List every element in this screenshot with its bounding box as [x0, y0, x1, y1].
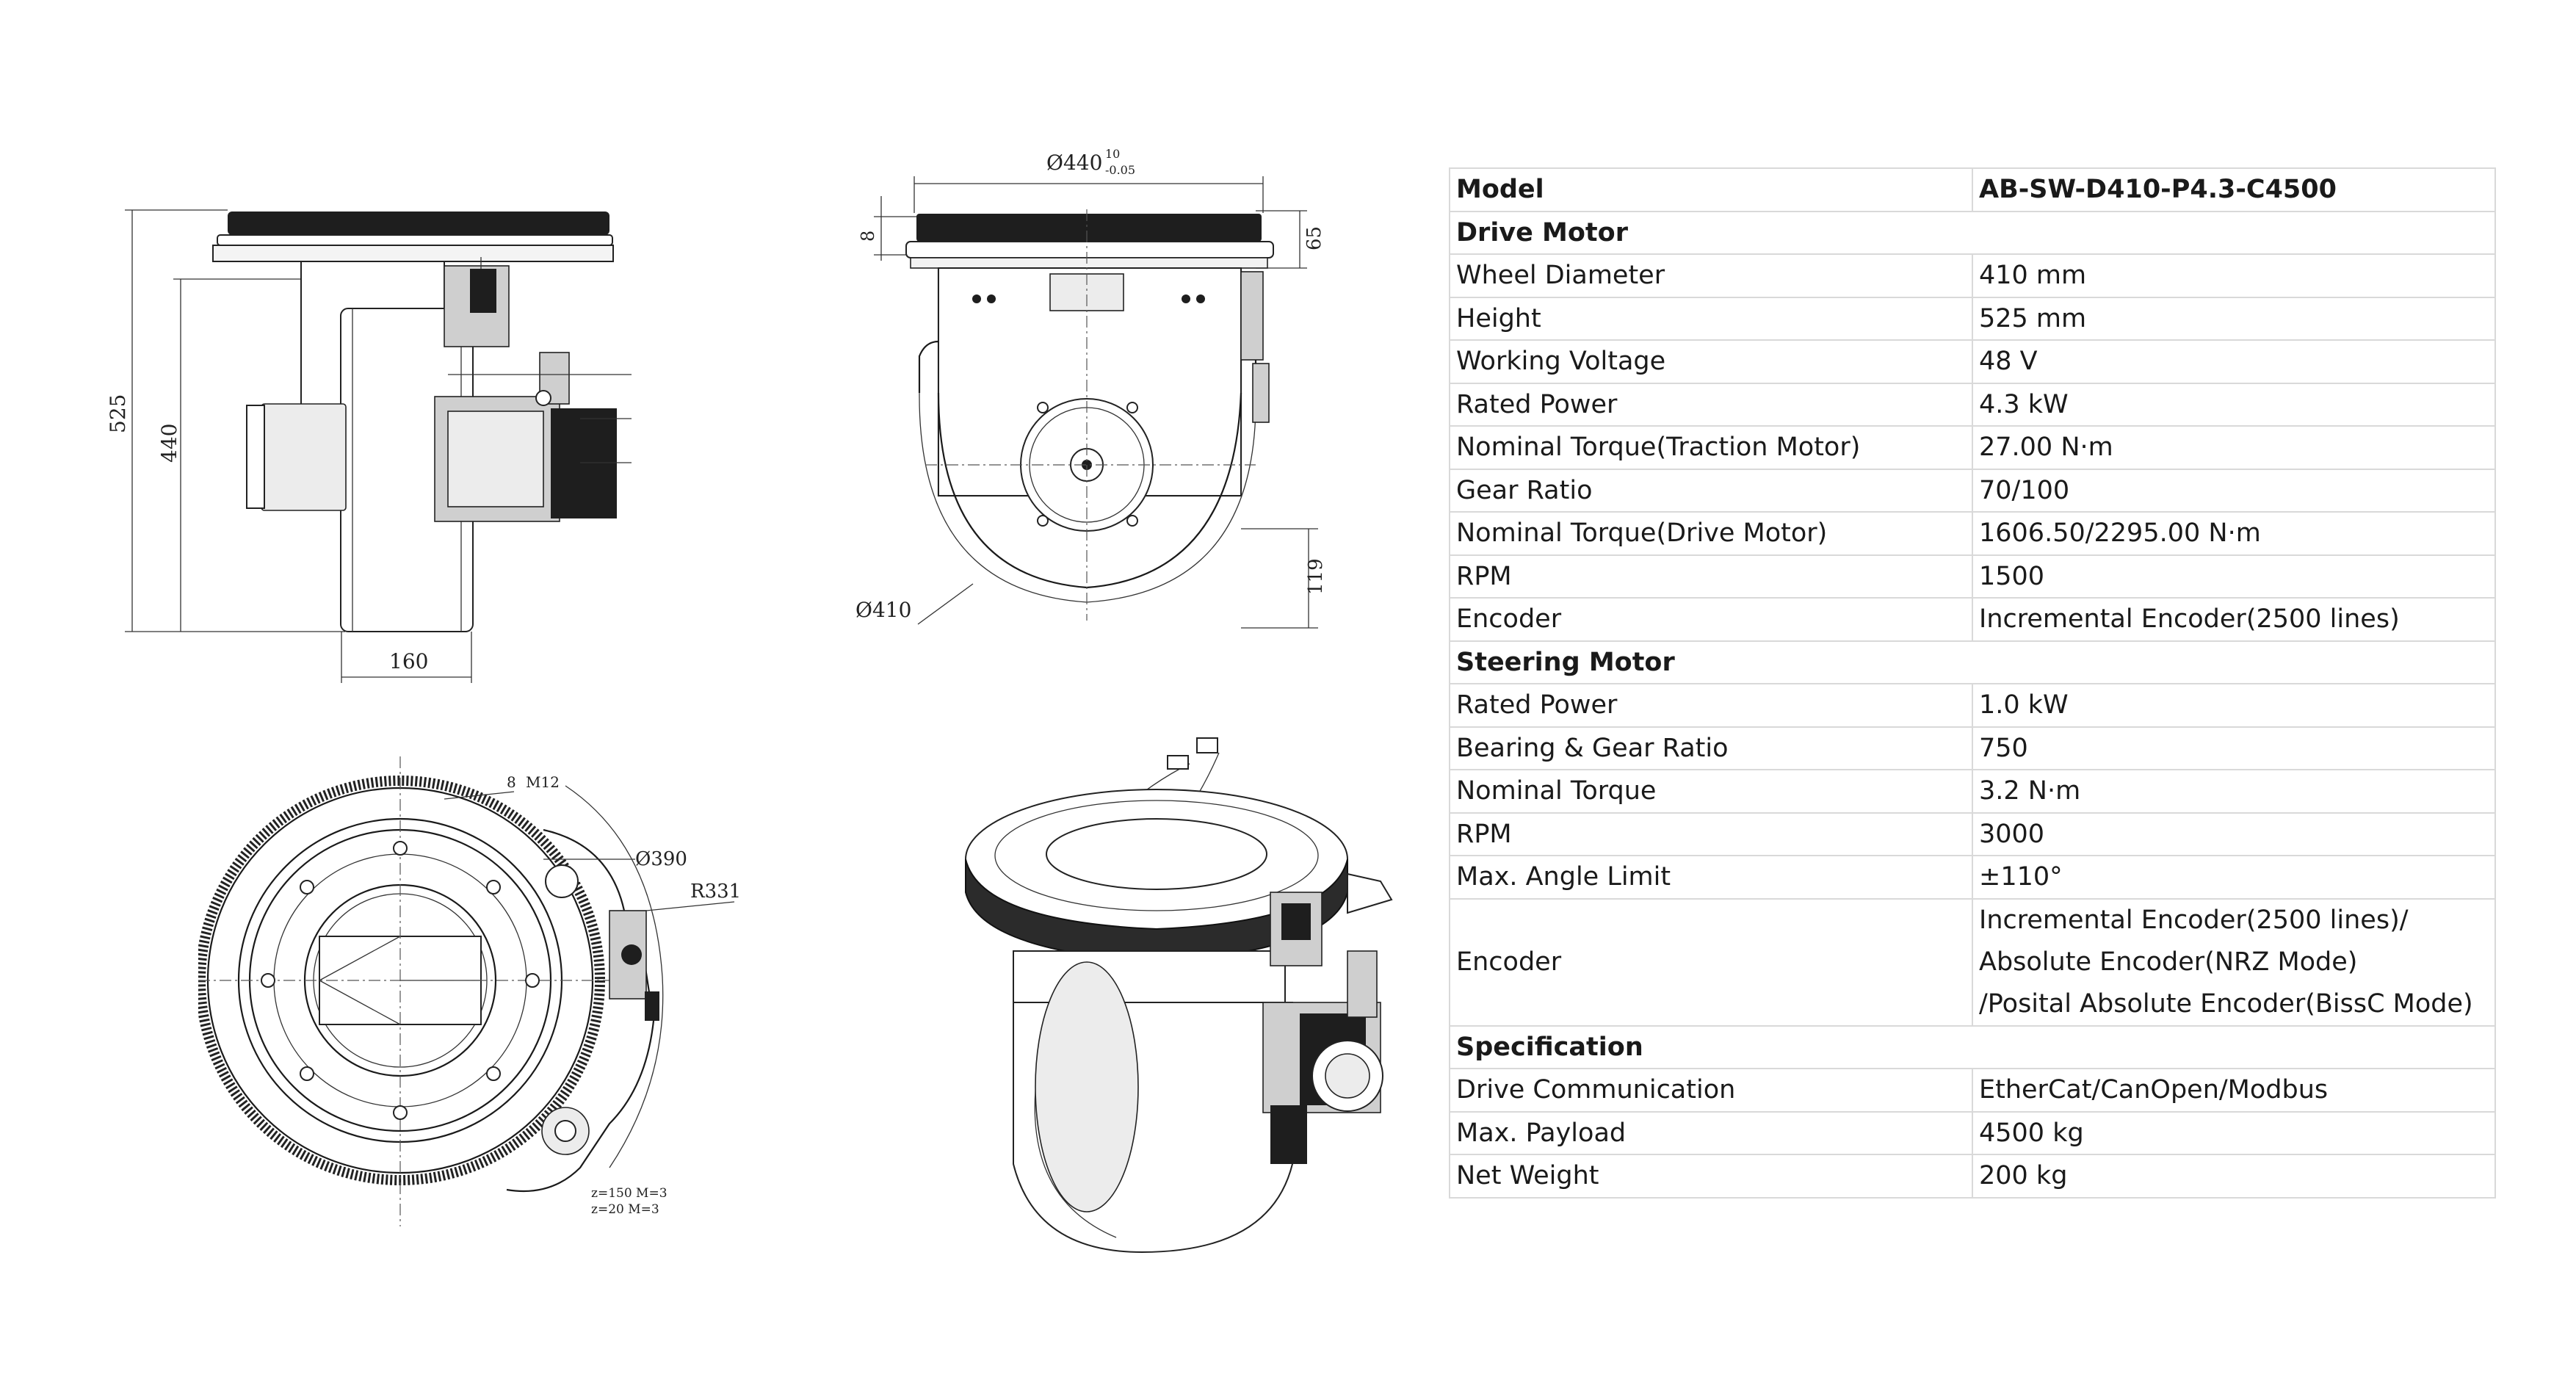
bolt-size: M12: [526, 773, 560, 791]
row-label: Net Weight: [1449, 1154, 1973, 1199]
row-label: Rated Power: [1449, 382, 1973, 427]
row-label: Max. Payload: [1449, 1110, 1973, 1155]
row-value: 1606.50/2295.00 N·m: [1972, 511, 2496, 556]
dim-440-upper-tol: 10: [1105, 147, 1120, 161]
bolt-count: 8: [507, 773, 516, 791]
row-value: 410 mm: [1972, 253, 2496, 298]
row-value: 3.2 N·m: [1972, 769, 2496, 814]
encoder-line: Absolute Encoder(NRZ Mode): [1979, 947, 2358, 977]
row-value: 750: [1972, 726, 2496, 770]
row-value: 525 mm: [1972, 296, 2496, 341]
row-label: RPM: [1449, 812, 1973, 856]
dim-390-dia: Ø390: [635, 848, 687, 870]
dim-331-radius: R331: [690, 881, 741, 903]
row-label: Working Voltage: [1449, 339, 1973, 384]
dim-65: 65: [1303, 226, 1325, 250]
row-value: 1.0 kW: [1972, 683, 2496, 728]
row-value: 3000: [1972, 812, 2496, 856]
row-value: EtherCat/CanOpen/Modbus: [1972, 1068, 2496, 1113]
table-row: Nominal Torque(Traction Motor)27.00 N·m: [1449, 425, 2496, 470]
section-steering-motor: Steering Motor: [1449, 640, 2496, 684]
table-row: Nominal Torque(Drive Motor)1606.50/2295.…: [1449, 511, 2496, 556]
row-value: 70/100: [1972, 468, 2496, 513]
dim-440: 440: [157, 424, 181, 463]
spec-table: Model AB-SW-D410-P4.3-C4500 Drive Motor …: [1449, 167, 2496, 1199]
encoder-line: Incremental Encoder(2500 lines)/: [1979, 905, 2409, 935]
row-label: Nominal Torque(Traction Motor): [1449, 425, 1973, 470]
row-value: Incremental Encoder(2500 lines): [1972, 597, 2496, 642]
row-label: Bearing & Gear Ratio: [1449, 726, 1973, 770]
dim-440-lower-tol: -0.05: [1105, 163, 1135, 177]
encoder-label: Encoder: [1449, 897, 1973, 1027]
model-label: Model: [1449, 167, 1973, 212]
row-value: 27.00 N·m: [1972, 425, 2496, 470]
dim-8: 8: [858, 231, 878, 242]
row-label: Drive Communication: [1449, 1068, 1973, 1113]
steering-motor-title: Steering Motor: [1449, 640, 2496, 684]
encoder-line: /Posital Absolute Encoder(BissC Mode): [1979, 988, 2473, 1019]
side-view-drawing: 525 440 160: [103, 198, 690, 698]
row-value: 1500: [1972, 554, 2496, 599]
row-label: Nominal Torque(Drive Motor): [1449, 511, 1973, 556]
section-specification: Specification: [1449, 1024, 2496, 1069]
row-label: Max. Angle Limit: [1449, 855, 1973, 900]
front-view-drawing: Ø440 10 -0.05 8 65: [844, 143, 1329, 643]
encoder-value: Incremental Encoder(2500 lines)/ Absolut…: [1972, 897, 2496, 1027]
dim-410-dia: Ø410: [855, 598, 911, 622]
section-drive-motor: Drive Motor: [1449, 210, 2496, 255]
top-view-svg: 8 M12 Ø390 R331 z=150 M=3 z=20 M=3: [198, 756, 741, 1226]
row-label: Encoder: [1449, 597, 1973, 642]
dim-160: 160: [389, 649, 428, 673]
isometric-view-drawing: [947, 723, 1425, 1267]
table-row: Max. Angle Limit±110°: [1449, 855, 2496, 900]
table-row-encoder: Encoder Incremental Encoder(2500 lines)/…: [1449, 897, 2496, 1027]
row-label: Nominal Torque: [1449, 769, 1973, 814]
row-label: Gear Ratio: [1449, 468, 1973, 513]
dim-119: 119: [1305, 558, 1327, 595]
row-value: 4500 kg: [1972, 1110, 2496, 1155]
gear-z150: z=150 M=3: [591, 1186, 667, 1201]
row-label: Height: [1449, 296, 1973, 341]
table-row-model: Model AB-SW-D410-P4.3-C4500: [1449, 167, 2496, 212]
front-view-svg: Ø440 10 -0.05 8 65: [855, 147, 1327, 629]
drive-motor-title: Drive Motor: [1449, 210, 2496, 255]
row-value: 48 V: [1972, 339, 2496, 384]
row-value: ±110°: [1972, 855, 2496, 900]
dim-440-dia: Ø440: [1046, 151, 1102, 175]
row-label: Wheel Diameter: [1449, 253, 1973, 298]
row-label: RPM: [1449, 554, 1973, 599]
row-value: 4.3 kW: [1972, 382, 2496, 427]
top-view-drawing: 8 M12 Ø390 R331 z=150 M=3 z=20 M=3: [198, 756, 771, 1256]
specification-title: Specification: [1449, 1024, 2496, 1069]
row-value: 200 kg: [1972, 1154, 2496, 1199]
side-view-svg: 525 440 160: [106, 209, 632, 683]
isometric-view-svg: [965, 737, 1393, 1254]
row-label: Rated Power: [1449, 683, 1973, 728]
dim-525: 525: [106, 394, 130, 433]
gear-z20: z=20 M=3: [591, 1202, 659, 1217]
model-value: AB-SW-D410-P4.3-C4500: [1972, 167, 2496, 212]
